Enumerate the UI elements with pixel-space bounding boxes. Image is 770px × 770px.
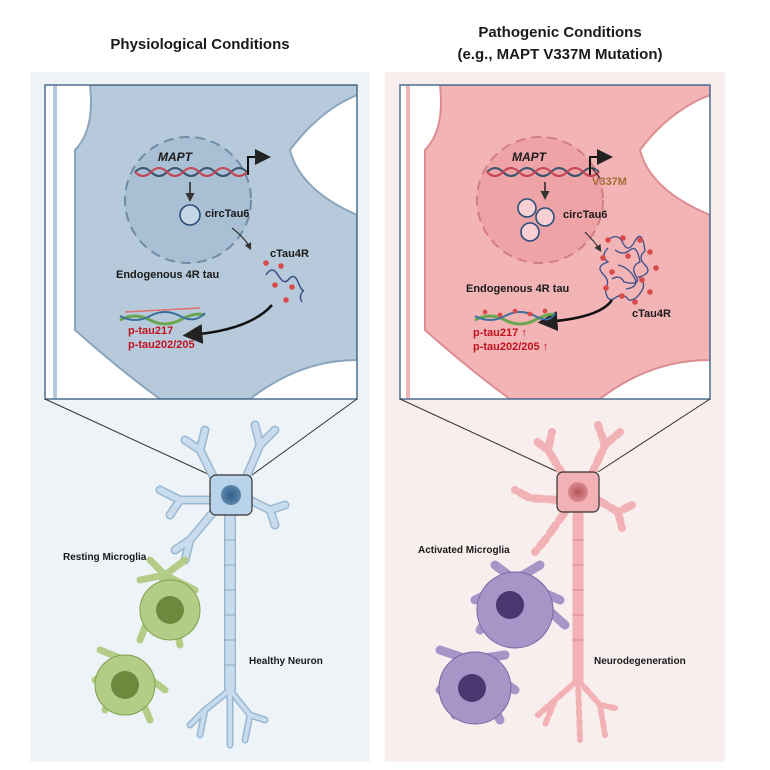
left-ctau4r-protein [263,260,305,303]
left-ptau202: p-tau202/205 [128,339,195,351]
right-promoter-arrow [589,149,613,175]
right-curved-arrow [537,299,614,332]
right-ptau202-text: p-tau202/205 [473,341,540,353]
left-dna-helix [134,167,248,177]
right-neuron [511,421,636,743]
right-ptau217-up-icon: ↑ [521,327,527,339]
right-ptau217: p-tau217 ↑ [473,327,527,339]
left-tau-filament [119,307,206,326]
left-endogenous-label: Endogenous 4R tau [116,269,220,281]
left-curved-arrow [182,304,273,344]
right-tau-filament [474,308,556,326]
right-zoom-box [400,85,710,399]
left-ctau4r-label: cTau4R [270,248,309,260]
right-ctau4r-label: cTau4R [632,308,671,320]
left-microglia-label: Resting Microglia [63,552,147,563]
right-microglia-label: Activated Microglia [418,545,510,556]
left-circrna [179,204,201,226]
left-ptau217: p-tau217 [128,325,174,337]
right-ptau202-up-icon: ↑ [542,341,549,353]
left-microglia [91,556,201,724]
right-panel-title: Pathogenic Conditions (e.g., MAPT V337M … [395,22,725,66]
right-ctau4r-aggregate [599,235,659,305]
right-v337m-label: V337M [592,176,627,188]
right-dna-helix [486,167,600,177]
left-mapt-label: MAPT [158,150,192,164]
left-panel-title: Physiological Conditions [110,36,290,53]
right-ptau217-text: p-tau217 [473,327,519,339]
right-title-line2: (e.g., MAPT V337M Mutation) [457,46,663,63]
left-neuron [155,420,290,749]
left-zoom-box [45,85,357,399]
right-circrnas [517,198,555,242]
right-ptau202: p-tau202/205 ↑ [473,341,548,353]
left-promoter-arrow [247,149,271,175]
right-mapt-label: MAPT [512,150,546,164]
right-neuron-label: Neurodegeneration [594,656,686,667]
right-title-line1: Pathogenic Conditions [478,24,642,41]
right-circtau6-label: circTau6 [563,209,608,221]
left-neuron-label: Healthy Neuron [249,656,323,667]
right-endogenous-label: Endogenous 4R tau [466,283,570,295]
right-microglia [435,560,570,725]
left-circtau6-label: circTau6 [205,208,250,220]
